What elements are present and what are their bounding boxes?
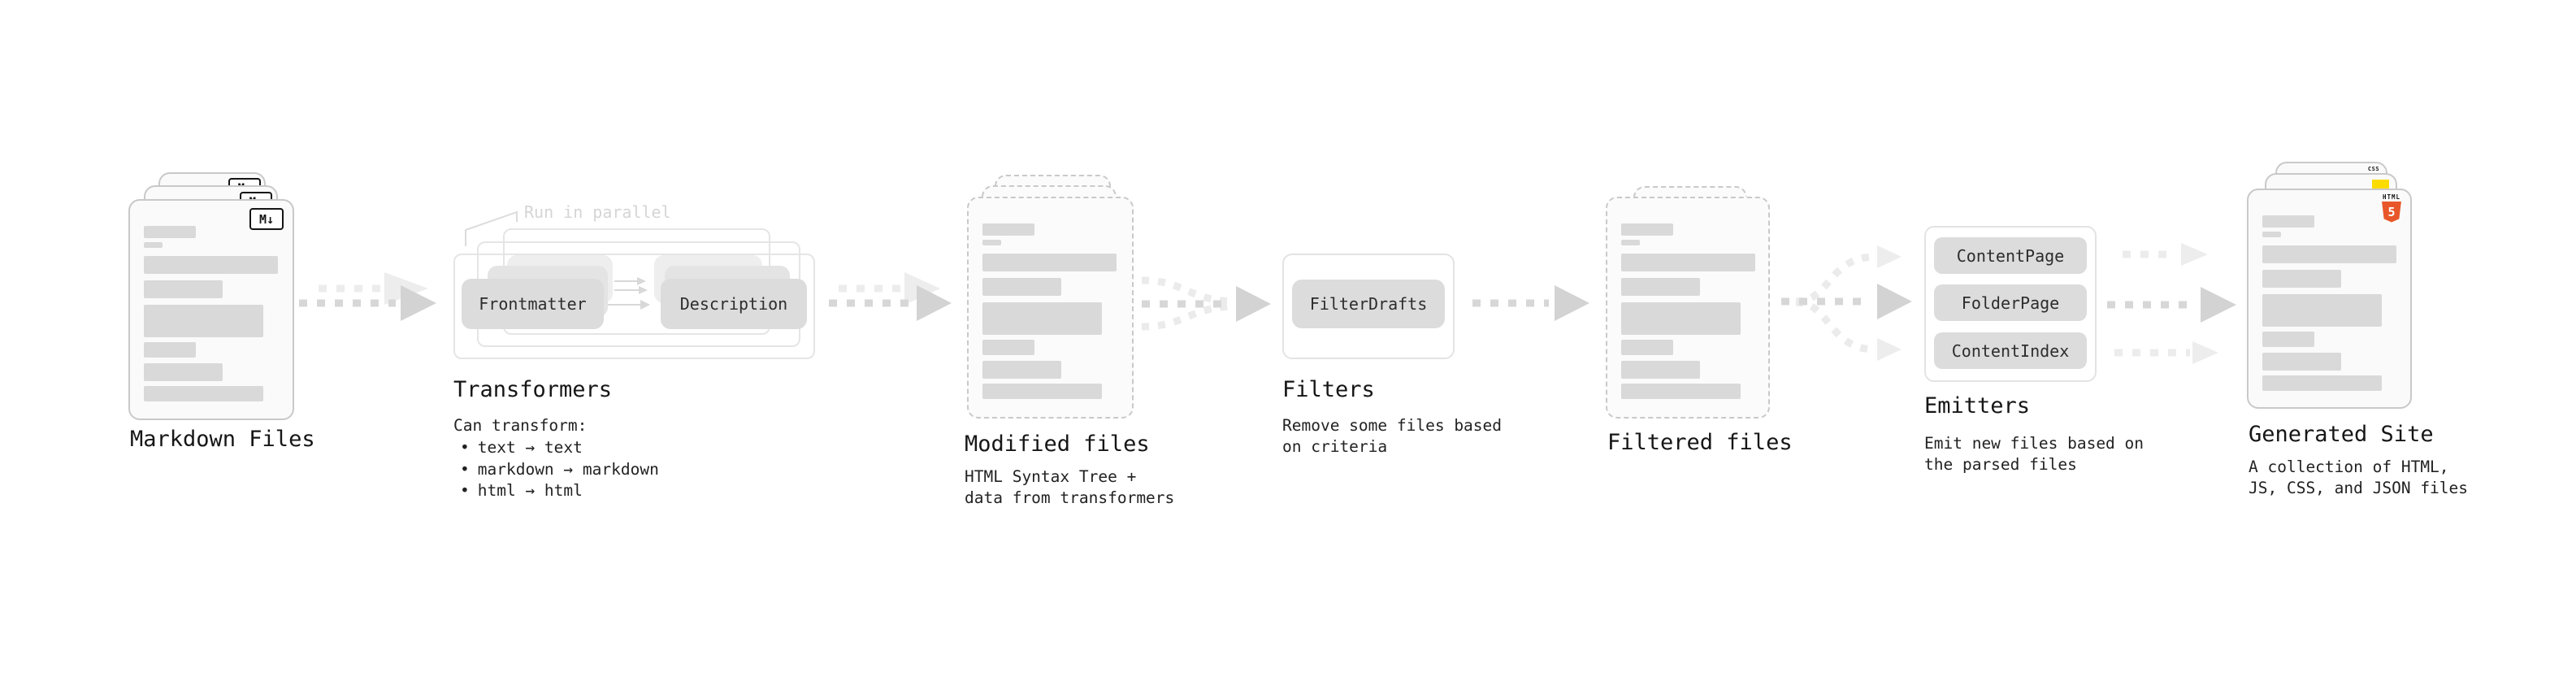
filters-title: Filters: [1282, 377, 1375, 402]
modified-file-card-front: [967, 197, 1134, 419]
transformer-bullet: • html → html: [460, 481, 583, 500]
html5-icon-number: 5: [2387, 204, 2396, 219]
modified-files-title: Modified files: [965, 432, 1150, 457]
js-badge: [2372, 180, 2389, 190]
text-line-bar: [1621, 361, 1700, 379]
generated-site-desc-line1: A collection of HTML,: [2249, 458, 2449, 476]
text-line-bar: [2262, 332, 2314, 347]
css-badge-label: CSS: [2367, 166, 2380, 172]
contentindex-pill-label: ContentIndex: [1951, 340, 2070, 361]
text-line-bar: [2262, 232, 2281, 237]
text-line-bar: [2262, 245, 2396, 263]
generated-site-desc-line2: JS, CSS, and JSON files: [2249, 479, 2469, 497]
transformer-parallel-arrows: [608, 277, 650, 310]
html5-icon: HTML 5: [2382, 194, 2401, 223]
modified-files-desc-line2: data from transformers: [965, 488, 1175, 507]
arrow-filtered-to-emitters: [1781, 245, 1912, 361]
emitters-desc-line1: Emit new files based on: [1924, 434, 2144, 453]
contentpage-pill-label: ContentPage: [1956, 245, 2065, 266]
transformers-desc-heading: Can transform:: [453, 416, 588, 435]
text-line-bar: [144, 280, 223, 298]
emitters-desc-line2: the parsed files: [1924, 455, 2077, 474]
text-line-bar: [2262, 270, 2341, 288]
bullet-marker: •: [460, 438, 470, 457]
text-line-bar: [2262, 375, 2382, 391]
bullet-text: html → html: [477, 481, 583, 500]
arrows-emitters-to-generated: [2107, 243, 2236, 364]
filtered-files-title: Filtered files: [1607, 430, 1793, 455]
text-line-bar: [1621, 223, 1673, 236]
text-line-bar: [1621, 384, 1741, 399]
text-line-bar: [2262, 353, 2341, 371]
text-line-bar: [982, 302, 1102, 335]
text-line-bar: [982, 340, 1034, 355]
markdown-icon: M↓: [249, 208, 284, 230]
contentindex-pill: ContentIndex: [1934, 332, 2087, 369]
filters-desc-line2: on criteria: [1282, 437, 1388, 456]
html5-icon-shield: 5: [2382, 201, 2401, 223]
frontmatter-pill-label: Frontmatter: [479, 294, 587, 314]
text-line-bar: [144, 242, 163, 248]
text-line-bar: [982, 278, 1061, 296]
text-line-bar: [982, 223, 1034, 236]
text-line-bar: [144, 305, 263, 337]
text-line-bar: [144, 342, 196, 358]
bullet-text: text → text: [477, 438, 583, 457]
arrow-transformers-to-modified: [829, 272, 952, 321]
text-line-bar: [144, 386, 263, 401]
contentpage-pill: ContentPage: [1934, 237, 2087, 274]
filterdrafts-pill: FilterDrafts: [1292, 280, 1445, 328]
frontmatter-pill: Frontmatter: [462, 279, 604, 329]
bullet-marker: •: [460, 460, 470, 479]
arrow-markdown-to-transformers: [299, 272, 436, 321]
filterdrafts-pill-label: FilterDrafts: [1309, 294, 1428, 314]
text-line-bar: [982, 384, 1102, 399]
generated-site-card-front: HTML 5: [2247, 189, 2412, 409]
html5-icon-word: HTML: [2382, 193, 2401, 201]
text-line-bar: [2262, 294, 2382, 327]
text-line-bar: [1621, 278, 1700, 296]
description-pill: Description: [661, 279, 807, 329]
emitters-title: Emitters: [1924, 393, 2031, 419]
folderpage-pill-label: FolderPage: [1961, 293, 2060, 313]
text-line-bar: [1621, 340, 1673, 355]
bullet-marker: •: [460, 481, 470, 500]
run-in-parallel-leader-line: [465, 210, 518, 246]
generated-site-title: Generated Site: [2249, 422, 2434, 447]
bullet-text: markdown → markdown: [477, 460, 659, 479]
text-line-bar: [982, 254, 1117, 271]
transformer-group-box-front: [453, 254, 815, 359]
run-in-parallel-note: Run in parallel: [524, 202, 671, 222]
description-pill-label: Description: [679, 294, 788, 314]
transformer-bullet: • markdown → markdown: [460, 460, 659, 479]
modified-files-desc-line1: HTML Syntax Tree +: [965, 467, 1137, 486]
transformers-title: Transformers: [453, 377, 613, 402]
markdown-icon-label: M↓: [258, 211, 275, 227]
markdown-file-card-front: M↓: [128, 199, 294, 420]
folderpage-pill: FolderPage: [1934, 284, 2087, 321]
text-line-bar: [1621, 302, 1741, 335]
text-line-bar: [144, 226, 196, 238]
text-line-bar: [1621, 254, 1755, 271]
arrow-filters-to-filtered: [1472, 285, 1589, 321]
text-line-bar: [982, 240, 1001, 245]
arrow-modified-to-filters: [1141, 276, 1271, 331]
text-line-bar: [982, 361, 1061, 379]
markdown-files-title: Markdown Files: [130, 427, 315, 452]
filtered-file-card-front: [1606, 197, 1770, 419]
text-line-bar: [144, 363, 223, 381]
text-line-bar: [2262, 215, 2314, 228]
filters-desc-line1: Remove some files based: [1282, 416, 1503, 435]
transformer-bullet: • text → text: [460, 438, 583, 457]
text-line-bar: [1621, 240, 1640, 245]
text-line-bar: [144, 256, 278, 274]
